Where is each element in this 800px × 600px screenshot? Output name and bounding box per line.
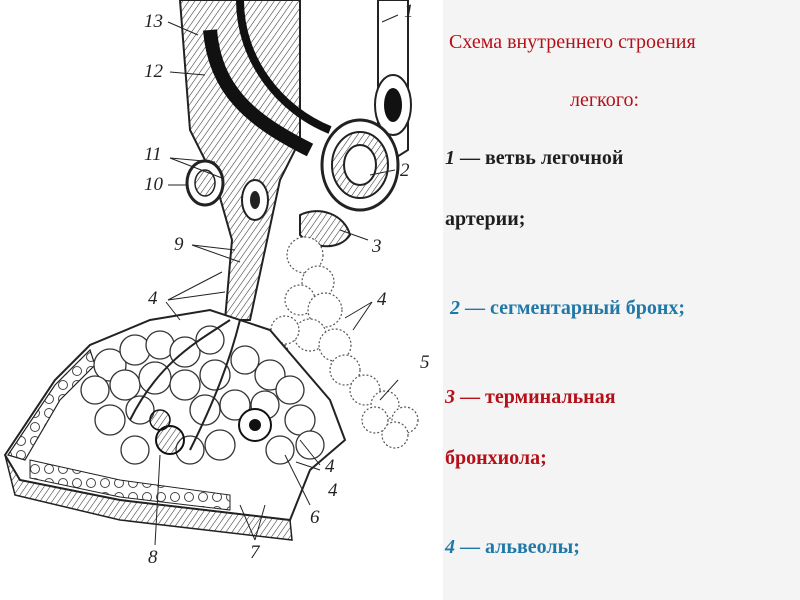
legend-item-2-text: — сегментарный бронх;	[460, 297, 685, 319]
legend-item-1-text: — ветвь легочной	[455, 147, 623, 169]
legend-item-1: 1 — ветвь легочной	[445, 147, 623, 170]
label-8: 8	[148, 547, 158, 568]
legend-item-3: 3 — терминальная	[445, 386, 616, 409]
legend-item-4-text: — альвеолы;	[455, 536, 580, 558]
label-4d: 4	[328, 480, 338, 501]
alveolar-duct-cross-section	[239, 409, 271, 441]
label-11: 11	[144, 144, 162, 165]
legend-item-3-text: — терминальная	[455, 386, 616, 408]
lung-drawing: 1 2 3 4 4 4 4 5 6 7 8 9 10 11 12 13	[0, 0, 440, 600]
label-12: 12	[144, 61, 164, 82]
legend-title-line2: легкого:	[570, 89, 639, 112]
label-3: 3	[371, 236, 382, 257]
lung-structure-illustration: 1 2 3 4 4 4 4 5 6 7 8 9 10 11 12 13	[0, 0, 440, 600]
legend-item-4: 4 — альвеолы;	[445, 536, 580, 559]
label-6: 6	[310, 507, 320, 528]
label-4c: 4	[325, 456, 335, 477]
label-4a: 4	[148, 288, 158, 309]
label-5: 5	[420, 352, 430, 373]
legend-item-4-num: 4	[445, 536, 455, 558]
label-9: 9	[174, 234, 184, 255]
left-vessel-ring	[187, 161, 223, 205]
legend-title-line1: Схема внутреннего строения	[449, 31, 696, 54]
legend-item-2: 2 — сегментарный бронх;	[450, 297, 685, 320]
legend-item-3-num: 3	[445, 386, 455, 408]
segmental-bronchus	[322, 120, 398, 210]
label-13: 13	[144, 11, 163, 32]
label-1: 1	[404, 1, 414, 22]
legend-item-1-cont: артерии;	[445, 208, 525, 231]
legend-item-2-num: 2	[450, 297, 460, 319]
legend-item-1-num: 1	[445, 147, 455, 169]
label-4b: 4	[377, 289, 387, 310]
legend-panel: Схема внутреннего строения легкого: 1 — …	[443, 0, 800, 600]
label-7: 7	[250, 542, 261, 563]
legend-item-3-cont: бронхиола;	[445, 447, 547, 470]
label-10: 10	[144, 174, 164, 195]
label-2: 2	[400, 160, 410, 181]
